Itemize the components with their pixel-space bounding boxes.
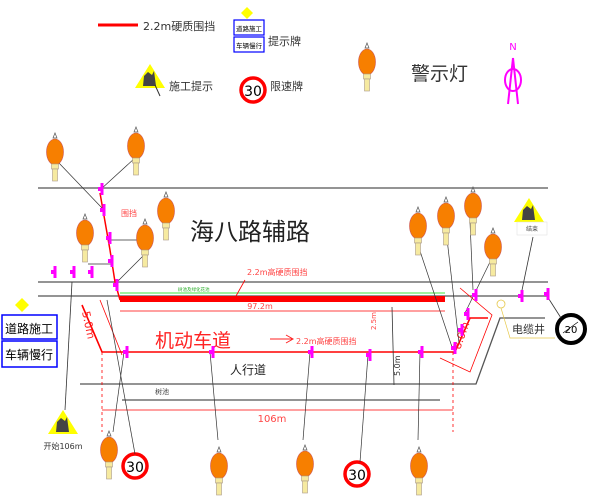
construction-warning-icon — [135, 64, 165, 88]
warning-light-icon — [127, 126, 145, 176]
start-label: 开始106m — [43, 441, 82, 451]
north-label: N — [509, 42, 516, 53]
sidewalk-label: 人行道 — [230, 363, 266, 377]
width-left: 5.0m — [79, 310, 98, 340]
end-label: 结束 — [526, 225, 538, 233]
main-barrier — [120, 296, 445, 302]
warning-light-icon — [410, 446, 428, 496]
green-strip-label: 树池及绿化花池 — [178, 286, 210, 293]
warning-light-icon — [76, 213, 94, 263]
barrier-tag: 围挡 — [121, 208, 137, 218]
small-warning-icon — [241, 7, 253, 19]
left-sign-top — [1, 314, 58, 340]
warning-light-icon — [437, 196, 455, 246]
cable-well-label: 电缆井 — [512, 322, 545, 336]
hint-sign-bottom — [233, 36, 265, 53]
hint-sign-line1: 道路施工 — [236, 24, 263, 33]
end-speed-limit: 20 — [565, 325, 578, 336]
total-length: 106m — [258, 414, 287, 425]
left-sign-line1: 道路施工 — [5, 321, 53, 336]
lane-label: 机动车道 — [155, 330, 231, 352]
speed-limit-label: 限速牌 — [270, 79, 303, 93]
warning-light-label: 警示灯 — [411, 63, 468, 85]
warning-light-icon — [358, 42, 376, 92]
warning-light-icon — [46, 132, 64, 182]
warning-light-icon — [100, 430, 118, 480]
width-mid: 5.0m — [393, 355, 402, 376]
north-arrow-icon — [504, 57, 522, 105]
inner-length: 97.2m — [247, 302, 273, 311]
left-sign-line2: 车辆慢行 — [5, 347, 53, 362]
barrier-legend-label: 2.2m硬质围挡 — [143, 19, 215, 33]
hint-sign-line2: 车辆慢行 — [236, 41, 263, 50]
speed-limit-sign — [343, 460, 371, 488]
lower-barrier — [81, 304, 488, 353]
barrier-note-top: 2.2m高硬质围挡 — [247, 267, 308, 277]
legend: 2.2m硬质围挡 道路施工 车辆慢行 提示牌 施工提示 30 限速牌 警示灯 N — [98, 7, 522, 105]
speed-limit-icon — [239, 76, 267, 104]
warning-light-icon — [296, 444, 314, 494]
left-sign-bottom — [1, 340, 58, 368]
small-warning-icon — [15, 298, 29, 312]
hint-sign-label: 提示牌 — [268, 34, 301, 48]
speed-limit-value: 30 — [244, 84, 262, 100]
hint-sign-top — [233, 19, 265, 36]
construction-label: 施工提示 — [169, 80, 213, 93]
warning-light-icon — [210, 446, 228, 496]
speed-limit-1: 30 — [126, 460, 144, 476]
speed-limit-2: 30 — [348, 468, 366, 484]
warning-light-icon — [464, 186, 482, 236]
start-construction-icon — [48, 410, 78, 434]
width-inner: 2.5m — [370, 312, 378, 330]
end-construction-icon — [514, 198, 544, 222]
warning-light-icon — [409, 206, 427, 256]
road-name: 海八路辅路 — [190, 218, 310, 246]
warning-light-icon — [157, 191, 175, 241]
cable-well-icon — [496, 299, 506, 309]
barrier-note-mid: 2.2m高硬质围挡 — [296, 336, 357, 346]
tree-pit-label: 树池 — [155, 387, 169, 396]
